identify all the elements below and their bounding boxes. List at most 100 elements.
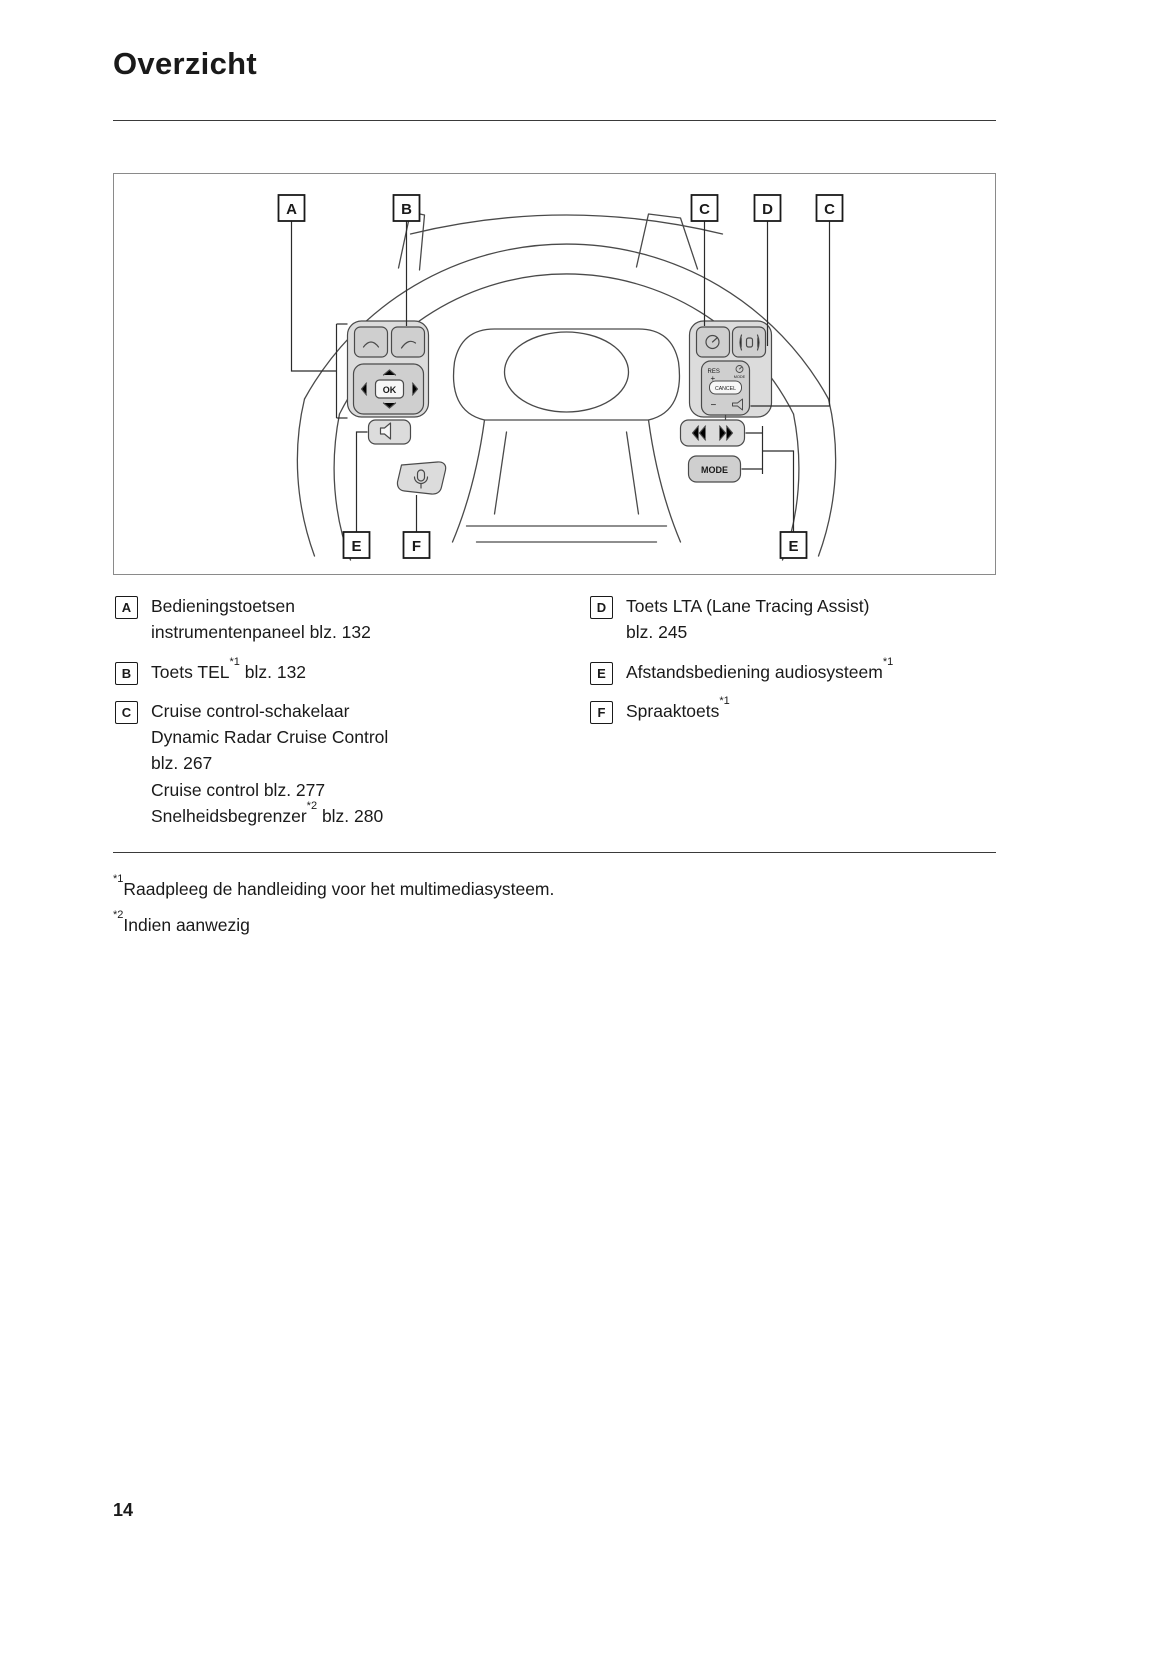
legend-key-f: F — [590, 700, 613, 724]
steering-wheel-figure: OK — [113, 173, 996, 575]
callout-e2: E — [779, 531, 808, 559]
page-title: Overzicht — [113, 46, 257, 81]
legend-key-d: D — [590, 596, 613, 619]
lta-icon — [739, 334, 760, 351]
legend-text-f: Spraaktoets*1 — [626, 694, 730, 724]
legend-text-e: Afstandsbediening audiosysteem*1 — [626, 655, 894, 685]
footnote-1-text: Raadpleeg de handleiding voor het multim… — [123, 879, 555, 899]
callout-a: A — [277, 194, 306, 222]
res-label: RES — [708, 369, 720, 375]
ok-label: OK — [383, 385, 397, 395]
leader-lines — [290, 221, 831, 532]
drive-mode-icon — [735, 365, 744, 373]
title-divider — [113, 120, 996, 121]
seek-track-button — [679, 419, 746, 447]
right-stalk — [635, 213, 699, 270]
mode-button — [687, 455, 742, 483]
callout-b: B — [392, 194, 421, 222]
legend-c-line2: Dynamic Radar Cruise Control — [151, 727, 389, 747]
legend-column-left: A Bedieningstoetsen instrumentenpaneel b… — [113, 593, 588, 842]
legend-e-text: Afstandsbediening audiosysteem — [626, 661, 883, 682]
legend-text-b: Toets TEL*1 blz. 132 — [151, 655, 307, 685]
mode-label: MODE — [701, 465, 728, 475]
plus-label: + — [711, 374, 716, 383]
footnote-1: *1Raadpleeg de handleiding voor het mult… — [113, 873, 996, 900]
steering-wheel-diagram: OK — [277, 194, 844, 561]
legend-b-post: blz. 132 — [239, 661, 307, 682]
page-content: Overzicht — [113, 0, 996, 951]
callout-c1-label: C — [699, 201, 710, 218]
footnote-2-text: Indien aanwezig — [123, 915, 250, 935]
callout-e1: E — [342, 531, 371, 559]
legend-b-sup: *1 — [229, 655, 240, 668]
legend-column-right: D Toets LTA (Lane Tracing Assist) blz. 2… — [588, 593, 996, 842]
legend-item-d: D Toets LTA (Lane Tracing Assist) blz. 2… — [588, 593, 996, 646]
cruise-control-icon — [705, 334, 720, 350]
hub-emblem-area — [503, 331, 630, 413]
minus-label: − — [711, 400, 717, 411]
legend-text-d: Toets LTA (Lane Tracing Assist) blz. 245 — [626, 593, 870, 646]
callout-c2: C — [815, 194, 844, 222]
legend-item-f: F Spraaktoets*1 — [588, 694, 996, 724]
legend-c-line1: Cruise control-schakelaar — [151, 700, 350, 721]
callout-c1: C — [690, 194, 719, 222]
right-button-cluster: RES + MODE CANCEL − — [679, 320, 773, 483]
legend-c-line5: Snelheidsbegrenzer — [151, 805, 307, 826]
legend-a-line1: Bedieningstoetsen — [151, 596, 295, 616]
legend: A Bedieningstoetsen instrumentenpaneel b… — [113, 593, 996, 842]
legend-divider — [113, 852, 996, 853]
legend-item-c: C Cruise control-schakelaar Dynamic Rada… — [113, 698, 588, 829]
dpad-right-icon — [411, 382, 419, 396]
footnotes: *1Raadpleeg de handleiding voor het mult… — [113, 873, 996, 936]
page-number: 14 — [113, 1500, 134, 1520]
cancel-label: CANCEL — [715, 386, 736, 392]
legend-c-sup: *2 — [306, 799, 318, 812]
callout-d-label: D — [762, 201, 773, 218]
callout-e1-label: E — [351, 538, 361, 555]
callout-e2-label: E — [788, 538, 798, 555]
callout-d: D — [753, 194, 782, 222]
callout-boxes: A B C D C — [277, 194, 844, 559]
phone-icon — [400, 340, 417, 349]
voice-button — [396, 461, 447, 495]
legend-text-a: Bedieningstoetsen instrumentenpaneel blz… — [151, 593, 371, 646]
legend-item-a: A Bedieningstoetsen instrumentenpaneel b… — [113, 593, 588, 646]
mode-mini-label: MODE — [734, 375, 746, 379]
dashboard-cowl — [409, 214, 724, 235]
callout-f-label: F — [412, 538, 421, 555]
dpad-up-icon — [382, 369, 397, 376]
volume-icon — [379, 422, 392, 440]
horn-icon — [732, 398, 743, 411]
legend-c-line3: blz. 267 — [151, 753, 213, 774]
legend-key-c: C — [115, 700, 138, 724]
footnote-2-sup: *2 — [113, 909, 124, 922]
footnote-2: *2Indien aanwezig — [113, 909, 996, 936]
mic-icon — [413, 469, 429, 489]
legend-f-text: Spraaktoets — [626, 700, 720, 721]
cancel-button — [709, 380, 742, 395]
dpad-down-icon — [382, 402, 397, 409]
footnote-1-sup: *1 — [113, 873, 124, 886]
legend-key-e: E — [590, 661, 613, 685]
dpad-left-icon — [360, 382, 368, 396]
legend-c-line4: Cruise control blz. 277 — [151, 779, 326, 800]
seek-icons — [691, 425, 734, 441]
legend-d-line1: Toets LTA (Lane Tracing Assist) — [626, 596, 870, 616]
legend-key-a: A — [115, 596, 138, 619]
legend-key-b: B — [115, 661, 138, 685]
callout-a-label: A — [286, 201, 297, 218]
legend-b-text: Toets TEL — [151, 661, 230, 682]
callout-c2-label: C — [824, 201, 835, 218]
legend-text-c: Cruise control-schakelaar Dynamic Radar … — [151, 698, 388, 829]
legend-f-sup: *1 — [719, 694, 730, 707]
legend-item-b: B Toets TEL*1 blz. 132 — [113, 655, 588, 685]
legend-e-sup: *1 — [882, 655, 894, 668]
phone-end-icon — [362, 341, 380, 348]
legend-c-line5-post: blz. 280 — [317, 805, 384, 826]
legend-a-line2: instrumentenpaneel blz. 132 — [151, 622, 371, 643]
lta-button — [731, 326, 767, 358]
ok-button — [374, 379, 405, 399]
callout-f: F — [402, 531, 431, 559]
callout-b-label: B — [401, 201, 412, 218]
hub-pad — [452, 328, 681, 421]
